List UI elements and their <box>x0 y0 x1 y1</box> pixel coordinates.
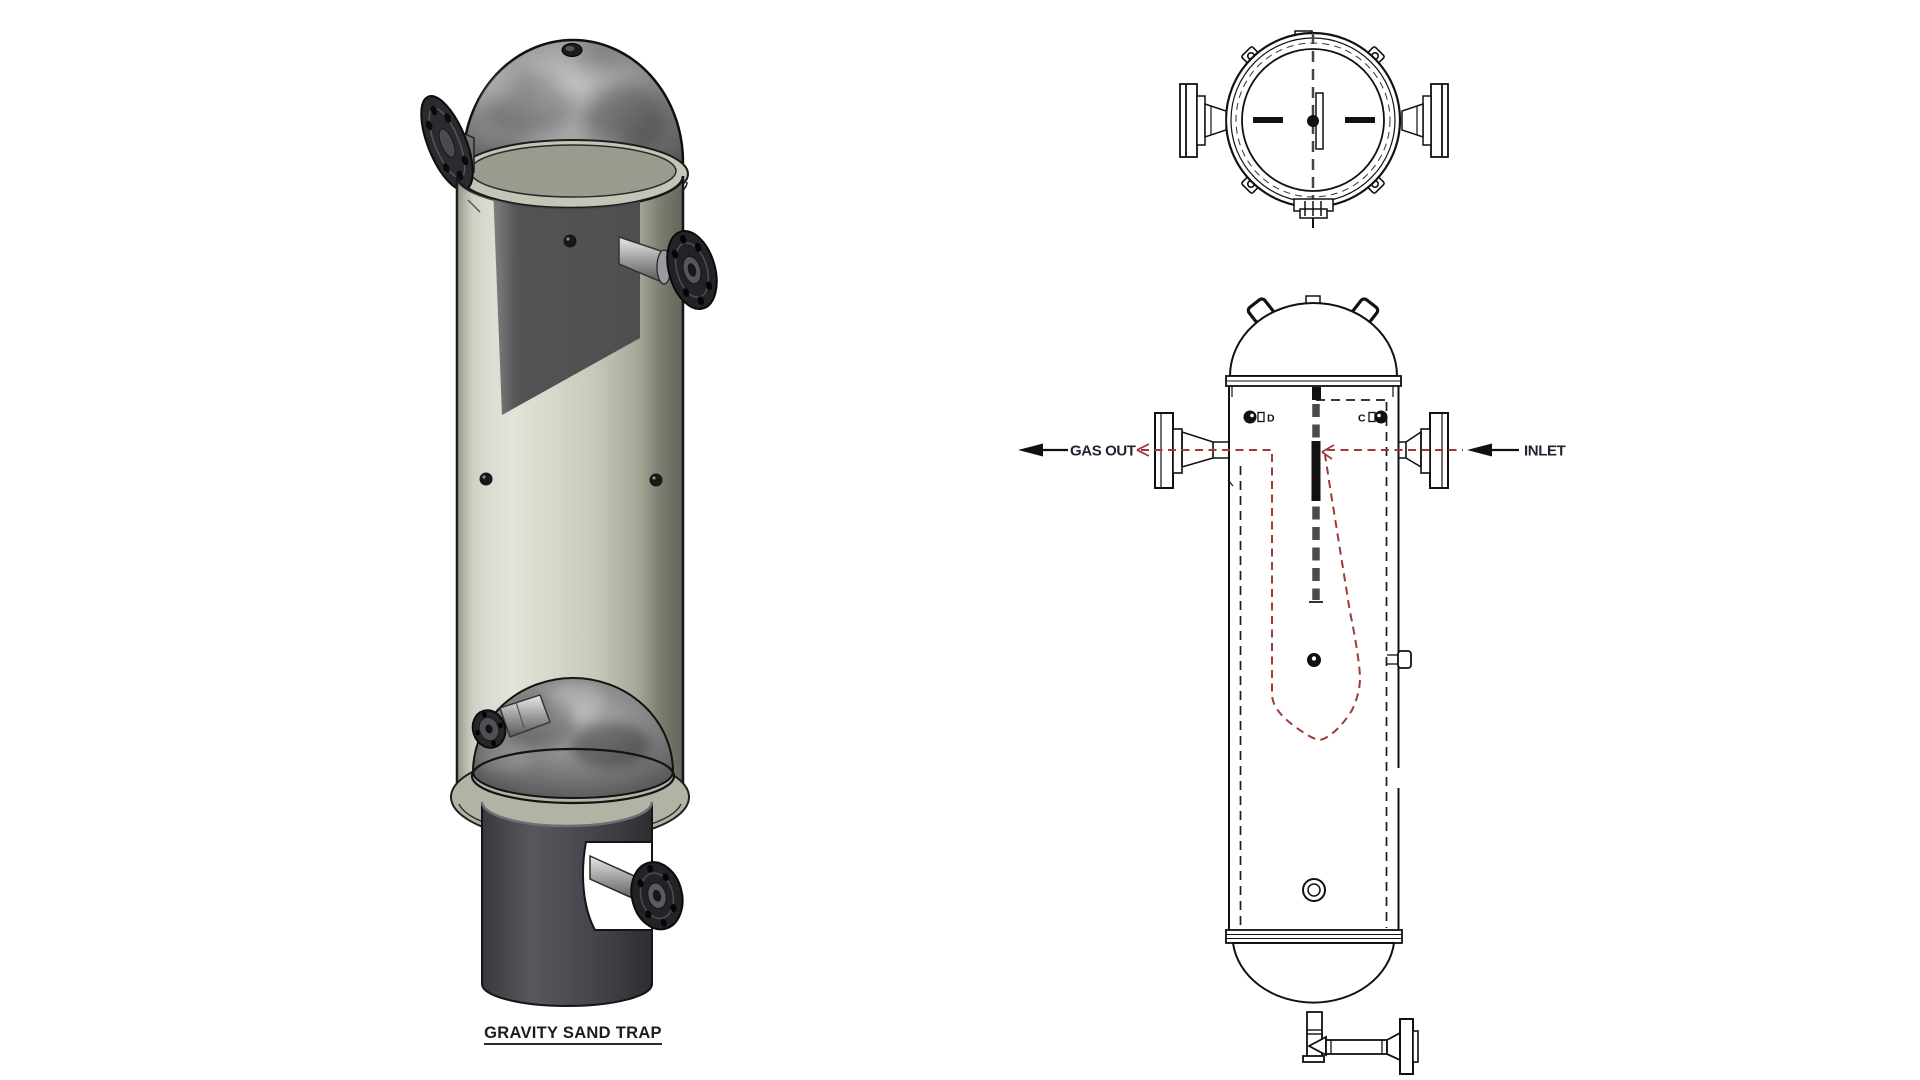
gas-out-label: GAS OUT <box>1070 443 1136 460</box>
elev-coupling-d: D <box>1243 410 1275 425</box>
gas-out-arrow <box>1018 443 1043 457</box>
flow-path-outlet <box>1141 449 1362 742</box>
drain-flange-3d <box>630 861 684 931</box>
shell-bolt <box>649 473 663 487</box>
elev-dome <box>1228 302 1399 377</box>
coupling-c-label: C <box>1358 413 1366 425</box>
plan-bottom-fitting <box>1293 198 1334 228</box>
elev-side-coupling <box>1387 650 1412 669</box>
elevation-view: D C <box>1018 295 1566 1075</box>
shell-bolt <box>563 234 577 248</box>
elev-bottom-head <box>1231 942 1396 1004</box>
gas-out-annotation: GAS OUT <box>1018 443 1136 460</box>
elev-bottom-flange <box>1225 929 1403 944</box>
coupling-d-label: D <box>1267 413 1275 425</box>
elev-top-flange <box>1225 375 1402 397</box>
flow-path <box>1136 443 1463 742</box>
plan-centermark-left <box>1253 117 1283 123</box>
gas-outlet-nozzle-3d <box>420 95 475 191</box>
shell-bolt <box>479 472 493 486</box>
plan-nozzle-left <box>1179 83 1227 158</box>
isometric-view <box>420 38 718 1007</box>
plan-centermark-right <box>1345 117 1375 123</box>
inlet-label: INLET <box>1524 443 1566 460</box>
figure-caption: GRAVITY SAND TRAP <box>478 1024 668 1045</box>
plan-nozzle-right <box>1401 83 1449 158</box>
flow-arrowhead-left <box>1136 443 1150 457</box>
top-flange-collar <box>457 139 689 215</box>
inlet-arrow <box>1467 443 1492 457</box>
plan-center-dot <box>1307 115 1319 127</box>
elev-coupling-c: C <box>1358 410 1388 425</box>
plan-view <box>1179 30 1449 228</box>
inlet-annotation: INLET <box>1467 443 1566 460</box>
lower-left-fitting-3d <box>471 694 551 749</box>
internal-baffle-panel <box>493 176 640 415</box>
figure-caption-text: GRAVITY SAND TRAP <box>484 1024 662 1045</box>
elev-lower-coupling <box>1302 878 1326 902</box>
flow-arrowhead-center <box>1321 444 1335 460</box>
inlet-nozzle-3d <box>618 230 718 310</box>
elev-hidden-lines <box>1239 399 1388 928</box>
elev-drain-piping <box>1302 1011 1419 1075</box>
elev-nozzle-gas-out <box>1154 412 1228 489</box>
skirt-base-3d <box>480 801 684 1007</box>
plan-shell-inner <box>1241 48 1385 192</box>
elev-center-bolt <box>1307 653 1321 667</box>
vessel-shell-3d <box>455 175 685 834</box>
